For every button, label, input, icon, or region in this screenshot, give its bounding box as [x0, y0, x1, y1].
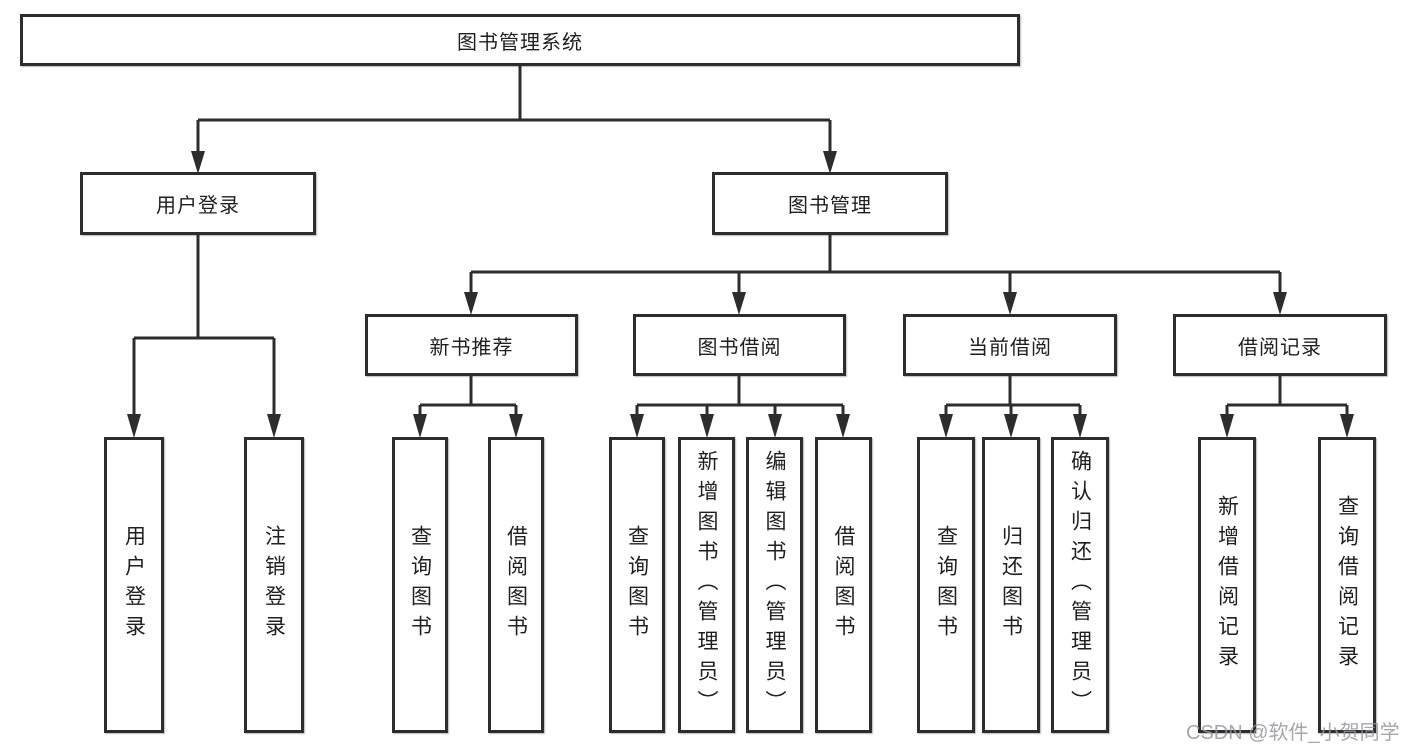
- leaf-query-books-borrowing: 查询图书: [609, 437, 665, 733]
- node-label: 当前借阅: [968, 336, 1052, 359]
- leaf-label: 查询图书: [408, 525, 432, 645]
- leaf-user-login: 用户登录: [104, 437, 164, 733]
- node-user-login-branch: 用户登录: [80, 172, 316, 235]
- leaf-query-books-recommend: 查询图书: [392, 437, 448, 733]
- leaf-label: 确认归还（管理员）: [1068, 450, 1092, 720]
- node-label: 借阅记录: [1238, 336, 1322, 359]
- node-label: 新书推荐: [429, 336, 514, 359]
- leaf-add-books-admin: 新增图书（管理员）: [678, 437, 735, 733]
- node-label: 图书借阅: [697, 336, 782, 359]
- leaf-logout: 注销登录: [244, 437, 304, 733]
- leaf-label: 新增图书（管理员）: [695, 450, 718, 720]
- leaf-label: 借阅图书: [832, 525, 855, 645]
- node-label: 图书管理: [788, 195, 872, 217]
- node-root-label: 图书管理系统: [457, 31, 583, 54]
- leaf-query-borrow-record: 查询借阅记录: [1318, 437, 1376, 733]
- node-book-management-branch: 图书管理: [712, 172, 948, 235]
- leaf-label: 查询借阅记录: [1335, 495, 1359, 675]
- node-current-borrowing: 当前借阅: [903, 314, 1117, 376]
- node-book-borrowing: 图书借阅: [633, 314, 846, 376]
- leaf-label: 编辑图书（管理员）: [763, 450, 786, 720]
- leaf-borrow-books: 借阅图书: [815, 437, 872, 733]
- leaf-return-books: 归还图书: [982, 437, 1040, 733]
- node-root-system: 图书管理系统: [20, 14, 1020, 66]
- leaf-label: 注销登录: [262, 525, 286, 645]
- leaf-query-books-current: 查询图书: [917, 437, 975, 733]
- leaf-edit-books-admin: 编辑图书（管理员）: [746, 437, 803, 733]
- leaf-borrow-books-recommend: 借阅图书: [488, 437, 544, 733]
- node-label: 用户登录: [156, 195, 240, 217]
- leaf-label: 查询图书: [625, 525, 649, 645]
- leaf-label: 用户登录: [122, 525, 146, 645]
- leaf-confirm-return-admin: 确认归还（管理员）: [1051, 437, 1109, 733]
- leaf-label: 借阅图书: [504, 525, 528, 645]
- leaf-label: 查询图书: [934, 525, 958, 645]
- node-borrow-records: 借阅记录: [1173, 314, 1387, 376]
- node-new-book-recommend: 新书推荐: [365, 314, 578, 376]
- leaf-label: 新增借阅记录: [1215, 495, 1239, 675]
- csdn-watermark: CSDN @软件_小贺同学: [1186, 722, 1400, 744]
- leaf-label: 归还图书: [999, 525, 1023, 645]
- leaf-add-borrow-record: 新增借阅记录: [1198, 437, 1256, 733]
